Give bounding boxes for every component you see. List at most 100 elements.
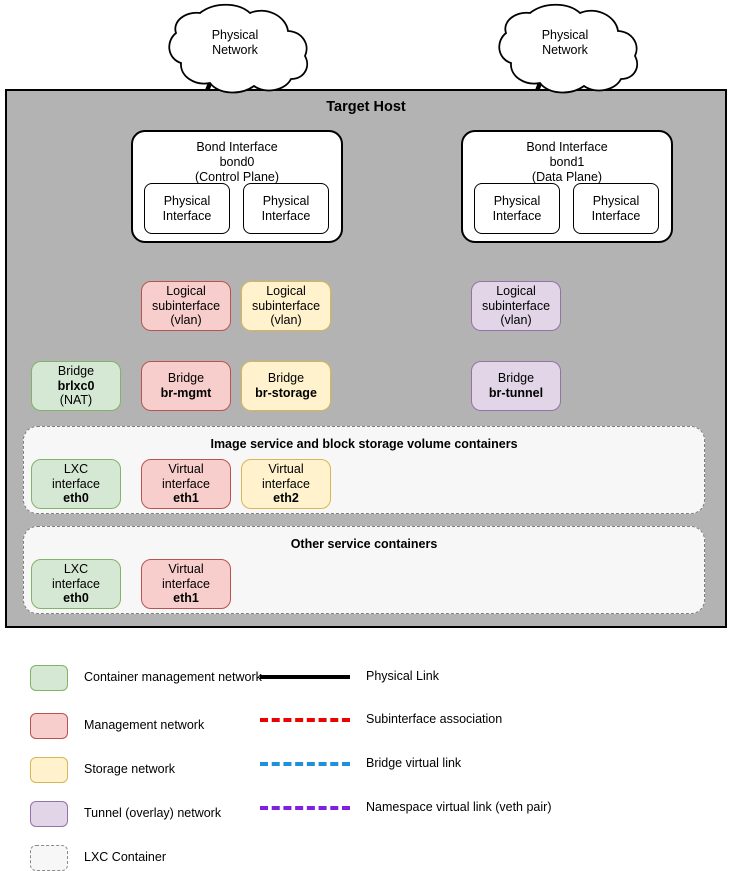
legend-item-management: Management network [30,713,290,739]
other-iface-eth0[interactable]: LXC interface eth0 [31,559,121,609]
cloud-right-label: Physical Network [520,22,610,64]
other-iface-eth1[interactable]: Virtual interface eth1 [141,559,231,609]
other-iface-eth0-dev: eth0 [63,591,89,606]
legend-line-physical-link [260,674,350,679]
logical-subinterface-mgmt[interactable]: Logical subinterface (vlan) [141,281,231,331]
legend-swatch-tunnel-overlay [30,801,68,827]
legend-item-container-management: Container management network [30,665,290,691]
img-iface-eth2-line2: interface [262,476,310,491]
bond0-physical-interface-1[interactable]: Physical Interface [144,183,230,234]
lxc-group-image-block: Image service and block storage volume c… [23,426,705,514]
logical-subinterface-storage[interactable]: Logical subinterface (vlan) [241,281,331,331]
legend-item-subinterface: Subinterface association [260,712,502,728]
bond1-physical-interface-1[interactable]: Physical Interface [474,183,560,234]
legend-line-bridge-virtual [260,761,350,766]
img-iface-eth1-line2: interface [162,476,210,491]
logical-subinterface-tunnel[interactable]: Logical subinterface (vlan) [471,281,561,331]
bridge-br-tunnel-name: br-tunnel [488,386,544,400]
subif-storage-line2: subinterface [251,298,321,313]
img-iface-eth1-line1: Virtual [168,461,204,476]
bond1-pif1-line2: Interface [492,208,542,223]
subif-tunnel-line1: Logical [496,283,536,298]
cloud-right-line1: Physical [541,28,589,43]
bond0-pif2-line1: Physical [262,193,310,208]
img-iface-eth0-line2: interface [52,476,100,491]
legend-swatch-management [30,713,68,739]
subif-tunnel-line3: (vlan) [500,313,532,328]
img-iface-eth2-dev: eth2 [273,491,299,506]
legend-item-namespace-virtual: Namespace virtual link (veth pair) [260,800,552,816]
legend-label-tunnel-overlay: Tunnel (overlay) network [84,806,222,821]
cloud-left-line1: Physical [211,28,259,43]
subif-tunnel-line2: subinterface [481,298,551,313]
bridge-br-mgmt-line1: Bridge [167,371,205,386]
bond0-label: Bond Interface bond0 (Control Plane) [133,140,341,185]
legend-item-bridge-virtual: Bridge virtual link [260,756,461,772]
bridge-br-tunnel[interactable]: Bridge br-tunnel [471,361,561,411]
bridge-brlxc0-name: brlxc0 [57,378,95,393]
bond0-pif1-line2: Interface [162,208,212,223]
bridge-br-mgmt[interactable]: Bridge br-mgmt [141,361,231,411]
legend-item-tunnel-overlay: Tunnel (overlay) network [30,801,290,827]
img-iface-eth0[interactable]: LXC interface eth0 [31,459,121,509]
other-iface-eth1-line1: Virtual [168,561,204,576]
subif-storage-line3: (vlan) [270,313,302,328]
img-iface-eth1[interactable]: Virtual interface eth1 [141,459,231,509]
legend-label-bridge-virtual: Bridge virtual link [366,756,462,770]
bond0-id: bond0 [219,155,255,169]
bond1-pif2-line1: Physical [592,193,640,208]
bond0-pif2-line2: Interface [261,208,311,223]
lxc-group-other-services-title: Other service containers [290,537,438,551]
bond1-title: Bond Interface [526,140,608,154]
bond0-physical-interface-2[interactable]: Physical Interface [243,183,329,234]
bridge-brlxc0-line3: (NAT) [59,393,93,408]
legend-line-subinterface [260,717,350,722]
bond1-pif1-line1: Physical [493,193,541,208]
bridge-brlxc0-line1: Bridge [57,363,95,378]
subif-storage-line1: Logical [266,283,306,298]
cloud-left-line2: Network [212,43,258,57]
legend-item-storage: Storage network [30,757,290,783]
other-iface-eth1-line2: interface [162,576,210,591]
other-iface-eth0-line1: LXC [63,561,89,576]
legend-item-lxc-container: LXC Container [30,845,290,871]
lxc-group-image-block-title: Image service and block storage volume c… [210,437,518,451]
bridge-br-storage[interactable]: Bridge br-storage [241,361,331,411]
lxc-group-other-services: Other service containers [23,526,705,614]
bond1-pif2-line2: Interface [591,208,641,223]
legend-label-lxc-container: LXC Container [84,850,166,865]
page-title: Target Host [326,99,406,115]
legend-label-physical-link: Physical Link [366,669,439,683]
legend-line-namespace-virtual [260,805,350,810]
bridge-br-storage-name: br-storage [255,386,317,400]
bridge-br-storage-line1: Bridge [267,371,305,386]
img-iface-eth0-line1: LXC [63,461,89,476]
legend-label-container-management: Container management network [84,670,262,685]
legend-item-physical-link: Physical Link [260,669,439,685]
bond0-title: Bond Interface [196,140,278,154]
img-iface-eth2-line1: Virtual [268,461,304,476]
legend-label-storage: Storage network [84,762,176,777]
cloud-right-line2: Network [542,43,588,57]
img-iface-eth1-dev: eth1 [173,491,199,506]
subif-mgmt-line2: subinterface [151,298,221,313]
legend-label-namespace-virtual: Namespace virtual link (veth pair) [366,800,552,814]
legend-swatch-container-management [30,665,68,691]
bond1-label: Bond Interface bond1 (Data Plane) [463,140,671,185]
bridge-br-tunnel-line1: Bridge [497,371,535,386]
bridge-brlxc0[interactable]: Bridge brlxc0 (NAT) [31,361,121,411]
legend-label-subinterface: Subinterface association [366,712,503,726]
legend-swatch-lxc-container [30,845,68,871]
other-iface-eth1-dev: eth1 [173,591,199,606]
other-iface-eth0-line2: interface [52,576,100,591]
subif-mgmt-line1: Logical [166,283,206,298]
bond1-id: bond1 [549,155,585,169]
subif-mgmt-line3: (vlan) [170,313,202,328]
legend-swatch-storage [30,757,68,783]
img-iface-eth0-dev: eth0 [63,491,89,506]
legend: Container management network Management … [0,655,732,871]
img-iface-eth2[interactable]: Virtual interface eth2 [241,459,331,509]
legend-label-management: Management network [84,718,205,733]
bond1-physical-interface-2[interactable]: Physical Interface [573,183,659,234]
